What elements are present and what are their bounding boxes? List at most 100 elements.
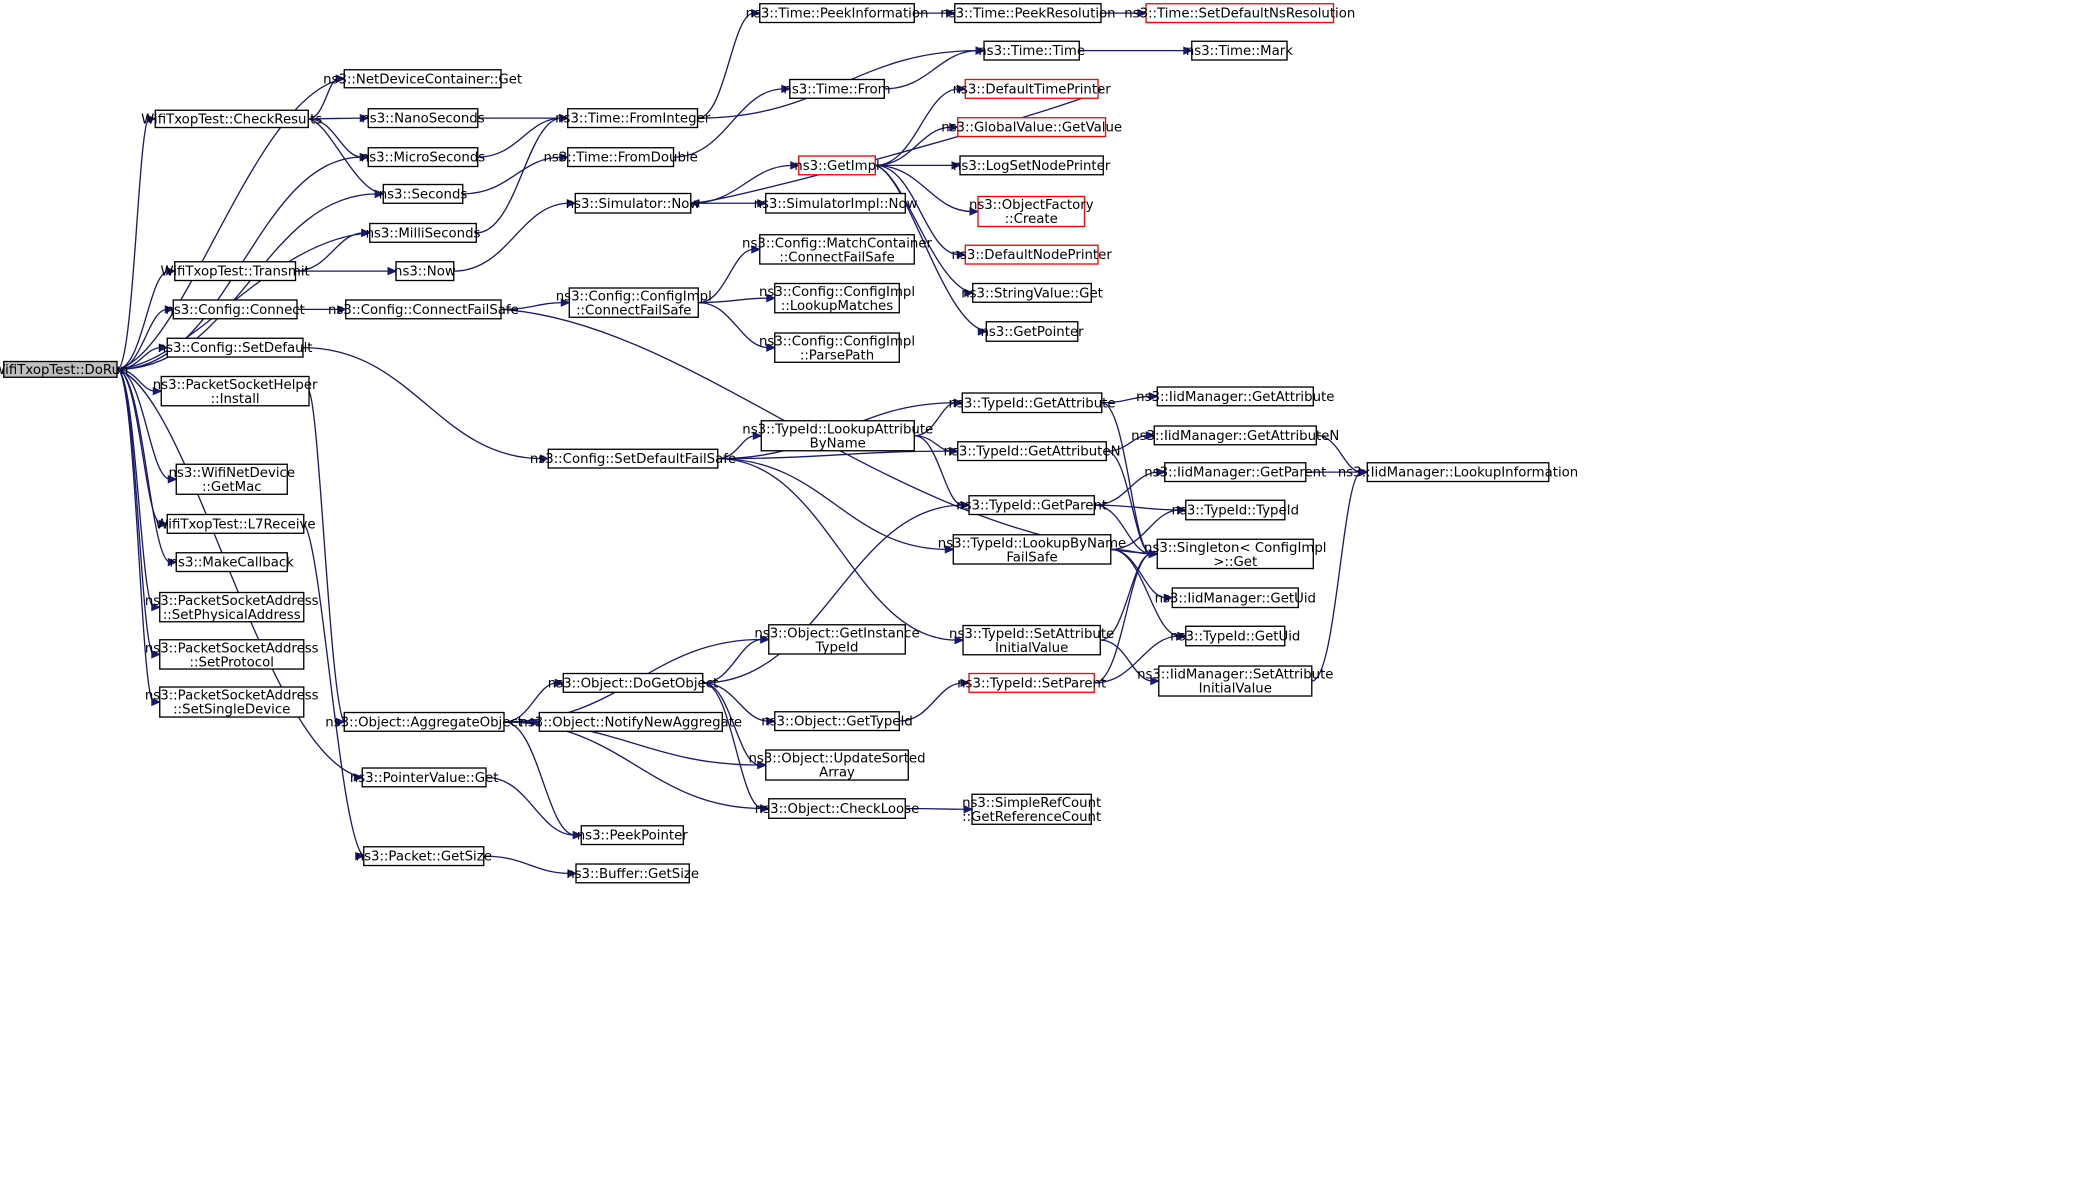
node-pointervalueget[interactable]: ns3::PointerValue::Get xyxy=(350,767,499,788)
node-iid-lookupinfo[interactable]: ns3::IidManager::LookupInformation xyxy=(1338,462,1578,483)
call-edge xyxy=(116,114,157,371)
node-label: ns3::Config::ConnectFailSafe xyxy=(328,303,519,318)
node-setphysaddr[interactable]: ns3::PacketSocketAddress::SetPhysicalAdd… xyxy=(145,591,319,624)
node-buffergetsize[interactable]: ns3::Buffer::GetSize xyxy=(566,863,699,884)
node-obj-dogetobject[interactable]: ns3::Object::DoGetObject xyxy=(548,672,718,693)
node-singleton[interactable]: ns3::Singleton< ConfigImpl>::Get xyxy=(1144,538,1327,570)
node-ci-lookupmatches[interactable]: ns3::Config::ConfigImpl::LookupMatches xyxy=(759,282,915,315)
node-obj-checkloose[interactable]: ns3::Object::CheckLoose xyxy=(755,798,920,819)
node-tid-setparent[interactable]: ns3::TypeId::SetParent xyxy=(957,672,1106,693)
node-peekpointer[interactable]: ns3::PeekPointer xyxy=(577,825,689,846)
node-tid-getattrn[interactable]: ns3::TypeId::GetAttributeN xyxy=(944,441,1121,462)
node-makecallback[interactable]: ns3::MakeCallback xyxy=(170,552,295,573)
call-edge xyxy=(875,84,967,167)
arrowhead-icon xyxy=(1148,549,1159,559)
node-tid-getattr[interactable]: ns3::TypeId::GetAttribute xyxy=(948,392,1116,414)
node-timefrom[interactable]: ns3::Time::From xyxy=(783,78,891,99)
node-peekinfo[interactable]: ns3::Time::PeekInformation xyxy=(746,3,929,24)
call-edge xyxy=(303,523,366,861)
arrowhead-icon xyxy=(1177,631,1188,641)
node-label: ns3::IidManager::GetAttributeN xyxy=(1131,429,1339,444)
node-checkresults[interactable]: WifiTxopTest::CheckResults xyxy=(141,109,322,129)
node-connect[interactable]: ns3::Config::Connect xyxy=(165,299,305,320)
node-label: ns3::SimulatorImpl::Now xyxy=(754,197,918,212)
node-tid-getparent[interactable]: ns3::TypeId::GetParent xyxy=(956,495,1107,516)
node-label: ns3::Time::PeekResolution xyxy=(940,7,1115,22)
node-milliseconds[interactable]: ns3::MilliSeconds xyxy=(366,222,481,243)
call-edge xyxy=(1094,631,1188,684)
node-connectfailsafe[interactable]: ns3::Config::ConnectFailSafe xyxy=(328,299,519,320)
node-label: ::Install xyxy=(211,392,260,407)
node-matchcontainer[interactable]: ns3::Config::MatchContainer::ConnectFail… xyxy=(742,234,933,265)
node-fromint[interactable]: ns3::Time::FromInteger xyxy=(555,108,711,129)
node-label: ::SetSingleDevice xyxy=(173,703,290,718)
node-microseconds[interactable]: ns3::MicroSeconds xyxy=(361,147,485,168)
node-label: ns3::TypeId::GetUid xyxy=(1170,630,1300,645)
node-seconds[interactable]: ns3::Seconds xyxy=(379,183,468,204)
node-peekres[interactable]: ns3::Time::PeekResolution xyxy=(940,3,1116,24)
node-label: ns3::MicroSeconds xyxy=(361,151,485,166)
node-simimplnow[interactable]: ns3::SimulatorImpl::Now xyxy=(754,192,918,214)
node-iid-getattrn[interactable]: ns3::IidManager::GetAttributeN xyxy=(1131,425,1339,446)
node-obj-aggregate[interactable]: ns3::Object::AggregateObject xyxy=(325,711,523,732)
node-packetgetsize[interactable]: ns3::Packet::GetSize xyxy=(356,846,492,867)
arrowhead-icon xyxy=(359,152,370,162)
node-setdefaultfs[interactable]: ns3::Config::SetDefaultFailSafe xyxy=(530,448,736,469)
node-transmit[interactable]: WifiTxopTest::Transmit xyxy=(161,261,310,282)
node-ndcget[interactable]: ns3::NetDeviceContainer::Get xyxy=(323,69,522,89)
call-edge xyxy=(308,390,346,727)
node-srcgetref[interactable]: ns3::SimpleRefCount::GetReferenceCount xyxy=(962,793,1101,825)
node-time[interactable]: ns3::Time::Time xyxy=(978,40,1085,61)
node-iid-setattrinit[interactable]: ns3::IidManager::SetAttributeInitialValu… xyxy=(1137,665,1333,697)
arrowhead-icon xyxy=(953,398,964,408)
arrowhead-icon xyxy=(158,519,169,529)
node-obj-notify[interactable]: ns3::Object::NotifyNewAggregate xyxy=(519,711,742,732)
arrowhead-icon xyxy=(167,474,178,484)
node-logsetnode[interactable]: ns3::LogSetNodePrinter xyxy=(953,155,1111,176)
node-ci-connectfs[interactable]: ns3::Config::ConfigImpl::ConnectFailSafe xyxy=(556,287,712,319)
node-fromdouble[interactable]: ns3::Time::FromDouble xyxy=(543,147,698,168)
node-getpointer[interactable]: ns3::GetPointer xyxy=(980,321,1084,342)
node-mark[interactable]: ns3::Time::Mark xyxy=(1186,40,1293,61)
node-psh-install[interactable]: ns3::PacketSocketHelper::Install xyxy=(153,375,318,408)
node-iid-getparent[interactable]: ns3::IidManager::GetParent xyxy=(1144,462,1326,483)
node-setsingledevice[interactable]: ns3::PacketSocketAddress::SetSingleDevic… xyxy=(145,686,319,718)
node-defnodeprinter[interactable]: ns3::DefaultNodePrinter xyxy=(952,244,1113,265)
node-objfactory[interactable]: ns3::ObjectFactory::Create xyxy=(969,195,1094,228)
node-label: WifiTxopTest::L7Receive xyxy=(155,517,315,532)
node-gvgetvalue[interactable]: ns3::GlobalValue::GetValue xyxy=(941,117,1122,138)
call-edge xyxy=(116,368,178,567)
call-edge xyxy=(875,161,962,170)
node-now[interactable]: ns3::Now xyxy=(394,261,456,282)
call-edge xyxy=(1106,431,1156,452)
arrowhead-icon xyxy=(766,293,777,303)
node-getimpl[interactable]: ns3::GetImpl xyxy=(794,155,880,176)
node-stringvalueget[interactable]: ns3::StringValue::Get xyxy=(961,282,1103,303)
arrowhead-icon xyxy=(689,198,700,208)
node-ci-parsepath[interactable]: ns3::Config::ConfigImpl::ParsePath xyxy=(759,332,915,364)
node-l7receive[interactable]: WifiTxopTest::L7Receive xyxy=(155,513,316,534)
node-dorun[interactable]: WifiTxopTest::DoRun xyxy=(0,360,128,378)
arrowhead-icon xyxy=(752,431,763,441)
call-edge xyxy=(297,305,348,314)
node-tid-getuid[interactable]: ns3::TypeId::GetUid xyxy=(1170,625,1300,647)
call-edge xyxy=(702,682,771,813)
node-nanoseconds[interactable]: ns3::NanoSeconds xyxy=(361,108,485,129)
arrowhead-icon xyxy=(355,851,366,861)
node-setdefaultns[interactable]: ns3::Time::SetDefaultNsResolution xyxy=(1124,3,1355,24)
node-setprotocol[interactable]: ns3::PacketSocketAddress::SetProtocol xyxy=(145,639,319,671)
node-tid-typeid[interactable]: ns3::TypeId::TypeId xyxy=(1172,499,1300,521)
node-getmac[interactable]: ns3::WifiNetDevice::GetMac xyxy=(168,463,295,495)
node-deftimeprinter[interactable]: ns3::DefaultTimePrinter xyxy=(953,78,1112,99)
node-setdefault[interactable]: ns3::Config::SetDefault xyxy=(158,337,313,358)
node-obj-gettypeid[interactable]: ns3::Object::GetTypeId xyxy=(761,711,913,732)
call-edge xyxy=(1094,549,1159,684)
node-iid-getattr[interactable]: ns3::IidManager::GetAttribute xyxy=(1136,386,1334,407)
node-simnow[interactable]: ns3::Simulator::Now xyxy=(566,192,701,214)
node-iid-getuid[interactable]: ns3::IidManager::GetUid xyxy=(1155,587,1316,609)
